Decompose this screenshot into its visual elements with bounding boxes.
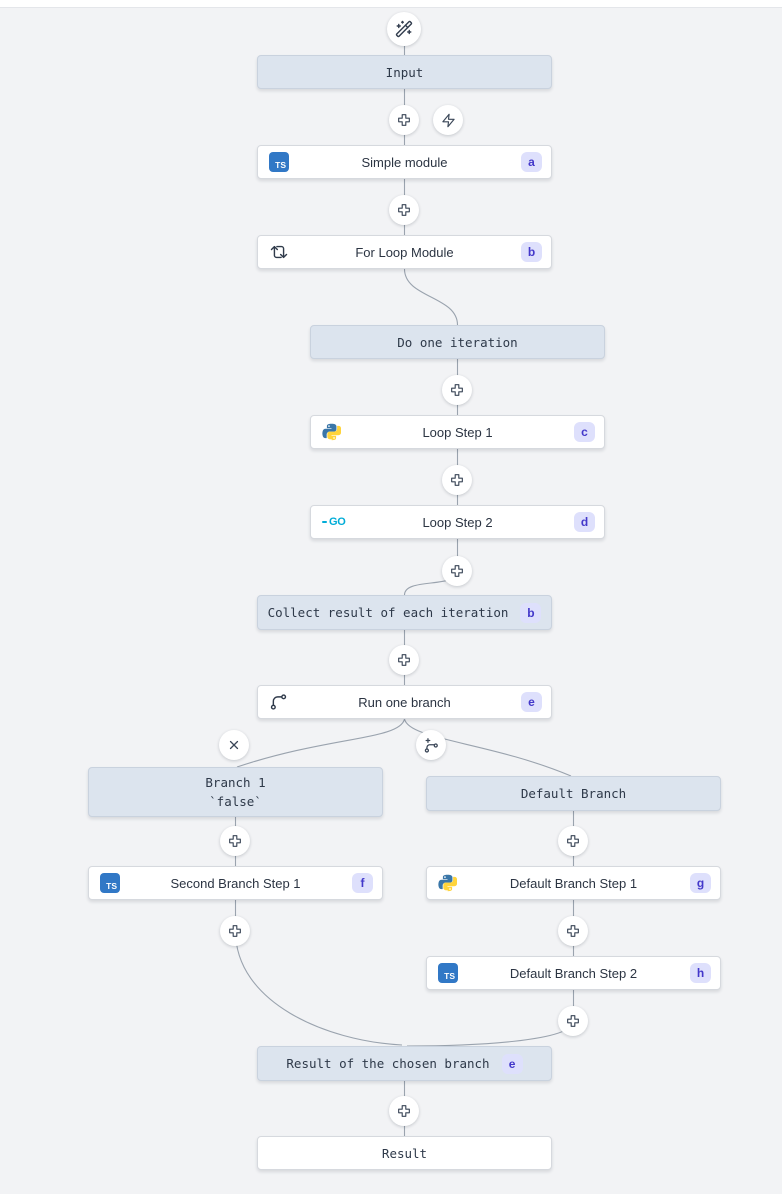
add-step-button[interactable] [442,556,472,586]
add-step-button[interactable] [389,105,419,135]
node-result-of-chosen-branch-label: Result of the chosen branch [286,1056,490,1071]
node-result-of-chosen-branch-badge: e [501,1053,523,1074]
node-do-one-iteration[interactable]: Do one iteration [310,325,605,359]
node-for-loop-module-badge: b [521,242,542,262]
node-input-label: Input [385,64,424,80]
node-collect-result[interactable]: Collect result of each iteration b [257,595,552,630]
branch-plus-icon [424,737,438,753]
node-loop-step-1-badge: c [574,422,595,442]
add-step-button[interactable] [558,1006,588,1036]
node-simple-module-badge: a [521,152,542,172]
plus-icon [567,1015,579,1027]
node-loop-step-1[interactable]: Loop Step 1 c [310,415,605,449]
typescript-icon: TS [438,963,458,983]
git-branch-icon [269,693,288,712]
add-step-button[interactable] [389,645,419,675]
node-loop-step-2-label: Loop Step 2 [422,514,493,530]
node-branch-1[interactable]: Branch 1 `false` [88,767,383,817]
plus-icon [398,204,410,216]
plus-icon [567,925,579,937]
node-loop-step-2[interactable]: GO Loop Step 2 d [310,505,605,539]
node-second-branch-step-1-badge: f [352,873,373,893]
node-run-one-branch-label: Run one branch [358,694,451,710]
typescript-icon: TS [269,152,289,172]
magic-wand-icon [395,20,413,38]
add-step-button[interactable] [442,465,472,495]
plus-icon [229,835,241,847]
loop-repeat-icon [269,242,289,262]
plus-icon [451,474,463,486]
plus-icon [451,384,463,396]
go-icon: GO [322,516,346,528]
node-do-one-iteration-label: Do one iteration [397,334,518,350]
top-bar [0,0,782,8]
node-run-one-branch[interactable]: Run one branch e [257,685,552,719]
x-icon [229,740,239,750]
node-default-branch-step-1-label: Default Branch Step 1 [509,875,638,891]
plus-icon [398,114,410,126]
add-step-button[interactable] [220,916,250,946]
node-input[interactable]: Input [257,55,552,89]
node-second-branch-step-1-label: Second Branch Step 1 [170,875,301,891]
ai-flow-builder-button[interactable] [387,12,421,46]
node-simple-module-label: Simple module [361,154,448,170]
plus-icon [567,835,579,847]
node-run-one-branch-badge: e [521,692,542,712]
node-result-label: Result [381,1145,428,1161]
zap-icon [441,113,455,127]
remove-branch-button[interactable] [219,730,249,760]
node-default-branch-step-2[interactable]: TS Default Branch Step 2 h [426,956,721,990]
node-branch-1-label: Branch 1 [205,774,266,790]
node-result[interactable]: Result [257,1136,552,1170]
plus-icon [229,925,241,937]
node-default-branch-step-2-label: Default Branch Step 2 [509,965,638,981]
node-loop-step-1-label: Loop Step 1 [422,424,493,440]
python-icon [438,874,457,893]
plus-icon [451,565,463,577]
node-default-branch-step-2-badge: h [690,963,711,983]
add-step-button[interactable] [558,916,588,946]
node-second-branch-step-1[interactable]: TS Second Branch Step 1 f [88,866,383,900]
node-collect-result-label: Collect result of each iteration [267,605,509,620]
plus-icon [398,654,410,666]
node-collect-result-badge: b [520,602,542,623]
add-step-button[interactable] [558,826,588,856]
add-trigger-button[interactable] [433,105,463,135]
add-step-button[interactable] [389,195,419,225]
add-step-button[interactable] [220,826,250,856]
node-default-branch-label: Default Branch [520,786,627,801]
python-icon [322,423,341,442]
node-branch-1-condition: `false` [209,794,262,809]
plus-icon [398,1105,410,1117]
node-result-of-chosen-branch[interactable]: Result of the chosen branch e [257,1046,552,1081]
node-default-branch-step-1[interactable]: Default Branch Step 1 g [426,866,721,900]
node-for-loop-module[interactable]: For Loop Module b [257,235,552,269]
add-step-button[interactable] [442,375,472,405]
add-branch-button[interactable] [416,730,446,760]
node-for-loop-module-label: For Loop Module [355,244,454,260]
add-step-button[interactable] [389,1096,419,1126]
node-default-branch[interactable]: Default Branch [426,776,721,811]
typescript-icon: TS [100,873,120,893]
node-default-branch-step-1-badge: g [690,873,711,893]
node-simple-module[interactable]: TS Simple module a [257,145,552,179]
node-loop-step-2-badge: d [574,512,595,532]
